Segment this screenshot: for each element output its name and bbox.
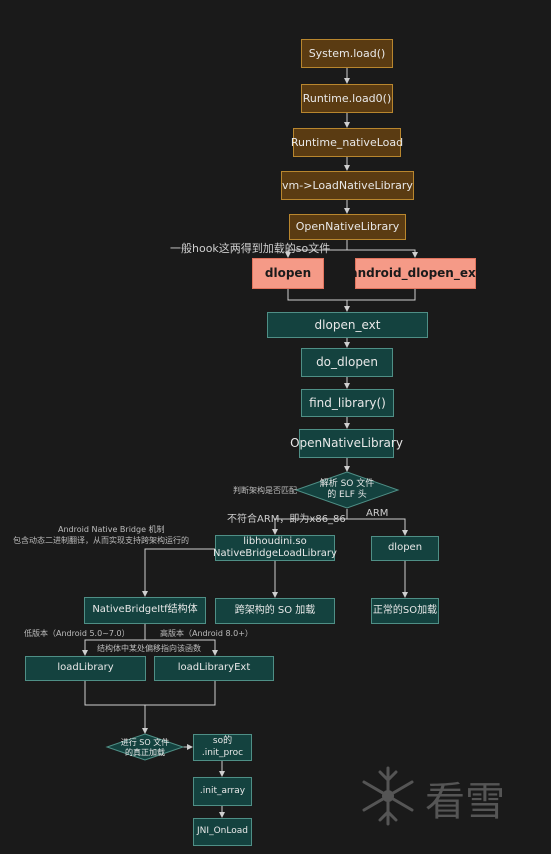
watermark-snowflake-icon — [362, 766, 414, 826]
libhoudini-line2: NativeBridgeLoadLibrary — [213, 548, 337, 559]
edge-parse-houdini — [272, 509, 348, 535]
diamond-parse-so — [294, 471, 400, 509]
node-init-array: .init_array — [193, 777, 252, 806]
node-vm-loadnativelibrary: vm->LoadNativeLibrary — [281, 171, 414, 200]
low-version-label: 低版本（Android 5.0~7.0） — [24, 629, 130, 638]
hook-note-label: 一般hook这两得到加载的so文件 — [170, 242, 331, 255]
node-opennativelibrary-2: OpenNativeLibrary — [290, 429, 403, 458]
edge-loadlib-merge — [84, 681, 148, 734]
node-loadlibraryext: loadLibraryExt — [154, 656, 274, 681]
diamond-parse-so-text: 解析 SO 文件 的 ELF 头 — [306, 477, 388, 503]
parse-so-line1: 解析 SO 文件 — [319, 478, 375, 489]
node-do-dlopen: do_dlopen — [301, 348, 393, 377]
native-bridge-title: Android Native Bridge 机制 — [58, 525, 165, 534]
diamond-real-load-text: 进行 SO 文件 的真正加载 — [112, 737, 178, 759]
node-runtime-nativeload: Runtime_nativeLoad — [291, 128, 403, 157]
node-nativebridgeitf: NativeBridgeItf结构体 — [84, 597, 206, 624]
node-so-init-proc: so的 .init_proc — [193, 734, 252, 761]
high-version-label: 高版本（Android 8.0+） — [160, 629, 253, 638]
edge-parse-arm — [347, 518, 408, 536]
edge-houdini-bridge — [142, 548, 215, 597]
edge-loadlibext-merge — [145, 681, 216, 706]
edge-bridge-loadlib — [82, 624, 146, 656]
arch-check-label: 判断架构是否匹配 — [233, 486, 297, 495]
node-find-library: find_library() — [301, 389, 394, 417]
edge-bridge-loadlibext — [145, 639, 218, 656]
so-init-proc-line2: .init_proc — [201, 747, 244, 758]
node-loadlibrary: loadLibrary — [25, 656, 146, 681]
node-android-dlopen-ext: android_dlopen_ext — [350, 258, 481, 289]
node-cross-arch-load: 跨架构的 SO 加载 — [215, 598, 335, 624]
parse-so-line2: 的 ELF 头 — [327, 490, 367, 500]
node-system-load: System.load() — [301, 39, 393, 68]
node-dlopen-ext: dlopen_ext — [267, 312, 428, 338]
struct-offset-label: 结构体中某处偏移指向该函数 — [97, 644, 201, 653]
edge-merge-android — [347, 289, 416, 301]
node-libhoudini: libhoudini.so NativeBridgeLoadLibrary — [213, 535, 337, 561]
edge-merge-dlopen — [287, 289, 350, 312]
node-dlopen-arm: dlopen — [371, 536, 439, 561]
native-bridge-desc: 包含动态二进制翻译，从而实现支持跨架构运行的 — [13, 536, 189, 545]
not-arm-label: 不符合ARM，即为x86_86 — [227, 514, 346, 525]
arm-label: ARM — [366, 508, 389, 519]
node-dlopen: dlopen — [252, 258, 324, 289]
node-runtime-load0: Runtime.load0() — [301, 84, 393, 113]
real-load-line2: 的真正加载 — [125, 748, 165, 757]
libhoudini-line1: libhoudini.so — [243, 535, 307, 547]
node-opennativelibrary-1: OpenNativeLibrary — [289, 214, 406, 240]
node-jni-onload: JNI_OnLoad — [193, 818, 252, 846]
edge-split-android — [347, 249, 418, 258]
watermark-text: 看雪 — [425, 779, 505, 825]
so-init-proc-line1: so的 — [212, 736, 233, 747]
node-normal-so-load: 正常的SO加载 — [371, 598, 439, 624]
real-load-line1: 进行 SO 文件 — [120, 738, 170, 747]
edge-split-dlopen — [285, 240, 348, 258]
diamond-real-load — [105, 733, 185, 761]
